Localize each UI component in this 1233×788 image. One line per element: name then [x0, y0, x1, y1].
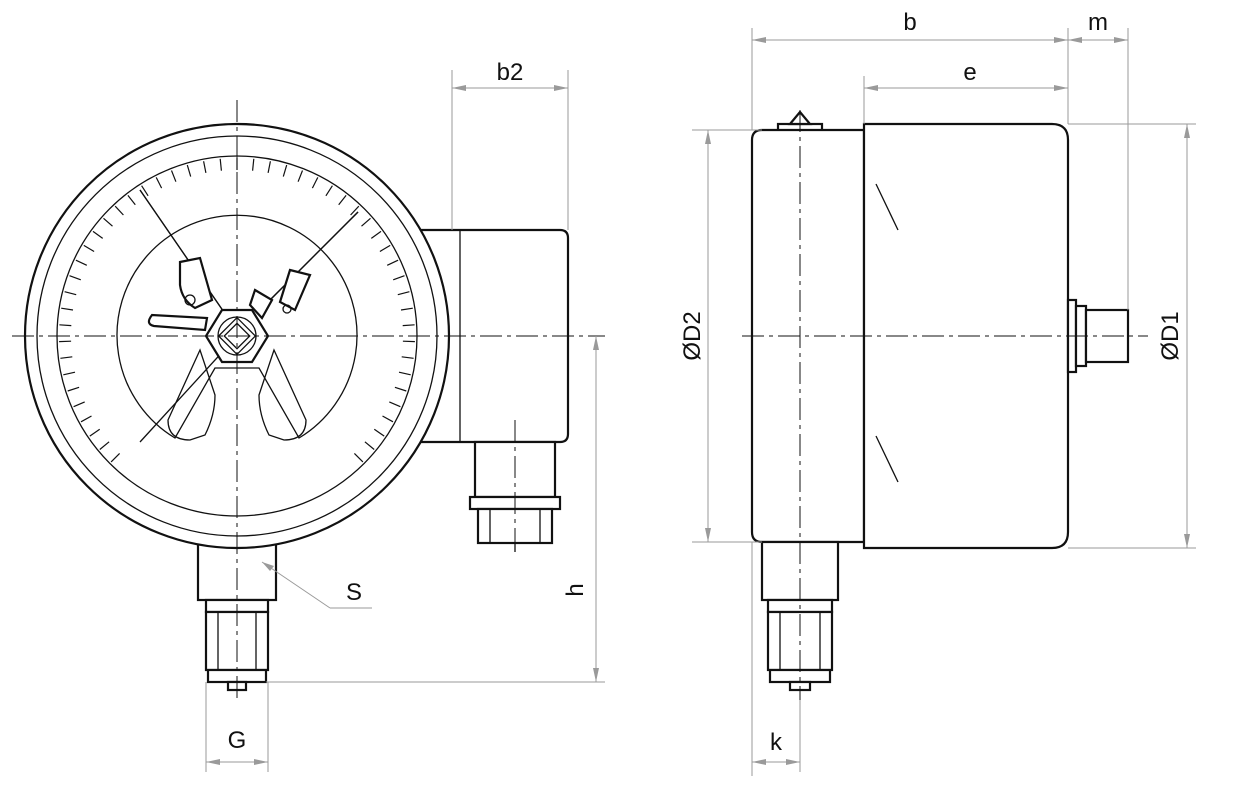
glass-reflection — [875, 435, 899, 483]
scale-tick — [63, 371, 76, 376]
scale-ticks — [59, 158, 415, 463]
scale-tick — [103, 217, 113, 227]
scale-tick — [392, 275, 405, 281]
scale-tick — [400, 307, 413, 311]
dimension-h: h — [266, 336, 605, 683]
scale-tick — [75, 259, 88, 266]
scale-tick — [364, 441, 375, 450]
scale-tick — [155, 177, 163, 189]
dimension-m: m — [1068, 9, 1129, 310]
scale-tick — [389, 401, 401, 408]
scale-tick — [219, 158, 222, 171]
scale-tick — [382, 415, 394, 423]
label-d1: ØD1 — [1157, 311, 1184, 360]
label-b: b — [903, 9, 916, 36]
scale-tick — [69, 275, 82, 281]
scale-tick — [110, 452, 121, 463]
scale-tick — [170, 170, 177, 182]
label-k: k — [770, 729, 783, 756]
scale-tick — [325, 185, 333, 197]
dimension-b: b — [751, 9, 1069, 130]
contact-plate-left — [167, 348, 216, 441]
scale-tick — [379, 244, 391, 253]
scale-tick — [338, 195, 347, 206]
scale-tick — [61, 307, 74, 311]
scale-tick — [282, 164, 288, 177]
label-e: e — [963, 59, 976, 86]
scale-tick — [398, 371, 411, 376]
scale-tick — [83, 244, 95, 253]
scale-tick — [73, 401, 85, 408]
dimension-e: e — [863, 59, 1068, 124]
scale-tick — [252, 158, 255, 171]
scale-tick — [141, 185, 149, 197]
scale-tick — [401, 356, 414, 359]
label-m: m — [1088, 9, 1108, 36]
label-h: h — [562, 583, 589, 596]
scale-tick — [353, 452, 364, 463]
dimension-k: k — [751, 542, 801, 776]
scale-tick — [80, 415, 92, 423]
dimension-d1: ØD1 — [1068, 123, 1196, 549]
scale-tick — [64, 291, 77, 296]
scale-tick — [361, 217, 371, 227]
dimension-g: G — [205, 682, 269, 772]
scale-tick — [386, 259, 399, 266]
scale-tick — [373, 428, 385, 437]
label-b2: b2 — [497, 59, 524, 86]
label-g: G — [228, 727, 247, 754]
scale-tick — [402, 324, 415, 327]
scale-tick — [67, 386, 80, 392]
dial-window — [116, 214, 358, 439]
leader-s: S — [261, 561, 372, 609]
scale-tick — [311, 177, 319, 189]
scale-tick — [127, 195, 136, 206]
scale-tick — [89, 428, 101, 437]
scale-tick — [114, 205, 124, 216]
scale-tick — [99, 441, 110, 450]
scale-tick — [350, 205, 360, 216]
scale-tick — [59, 324, 72, 327]
label-d2: ØD2 — [679, 311, 706, 360]
scale-tick — [60, 356, 73, 359]
scale-tick — [186, 164, 192, 177]
front-view: b2 h S G — [12, 59, 605, 772]
scale-tick — [92, 230, 104, 239]
scale-tick — [394, 386, 407, 392]
scale-tick — [397, 291, 410, 296]
side-view: b m e ØD2 — [679, 9, 1196, 776]
scale-tick — [267, 161, 271, 174]
dimension-b2: b2 — [451, 59, 569, 230]
scale-tick — [370, 230, 382, 239]
label-s: S — [346, 579, 362, 606]
contact-plate-right — [258, 348, 307, 441]
scale-tick — [297, 170, 304, 182]
glass-reflection — [875, 183, 899, 231]
dimension-d2: ØD2 — [679, 129, 762, 543]
scale-tick — [203, 161, 207, 174]
